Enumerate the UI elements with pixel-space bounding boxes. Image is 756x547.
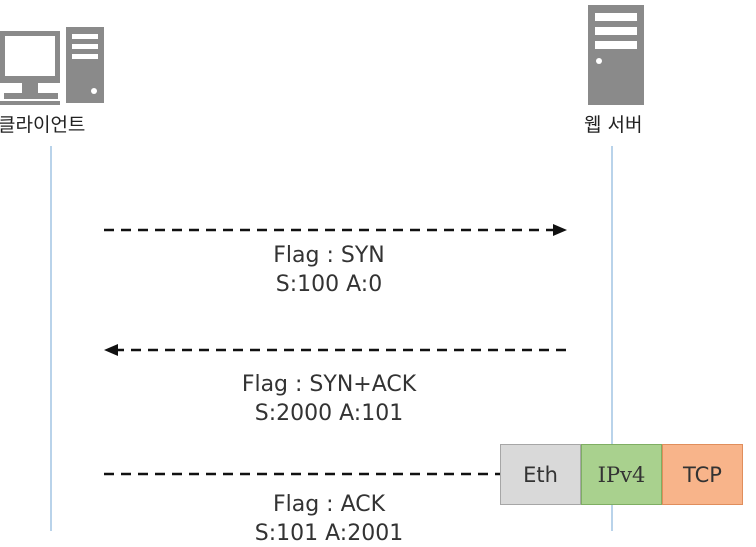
ack-seq-ack-text: S:101 A:2001 — [254, 521, 404, 546]
desktop-computer-icon — [0, 27, 104, 105]
ack-message-label: Flag : ACK S:101 A:2001 — [219, 490, 439, 547]
syn-ack-arrow — [104, 344, 566, 356]
tcp-header-cell: TCP — [662, 444, 743, 505]
server-label: 웹 서버 — [584, 114, 643, 136]
syn-seq-ack-text: S:100 A:0 — [275, 272, 383, 297]
syn-ack-seq-ack-text: S:2000 A:101 — [254, 401, 404, 426]
client-lifeline — [50, 146, 52, 531]
syn-flag-text: Flag : SYN — [273, 243, 385, 268]
server-lifeline — [611, 146, 613, 531]
packet-header-stack: Eth IPv4 TCP — [500, 444, 743, 505]
syn-arrow — [104, 224, 567, 236]
server-tower-icon — [588, 5, 644, 105]
syn-message-label: Flag : SYN S:100 A:0 — [229, 241, 429, 299]
syn-ack-flag-text: Flag : SYN+ACK — [241, 372, 417, 397]
ipv4-header-cell: IPv4 — [581, 444, 662, 505]
client-label: 클라이언트 — [0, 114, 86, 136]
syn-ack-message-label: Flag : SYN+ACK S:2000 A:101 — [209, 370, 449, 428]
ack-flag-text: Flag : ACK — [272, 492, 386, 517]
eth-header-cell: Eth — [500, 444, 581, 505]
